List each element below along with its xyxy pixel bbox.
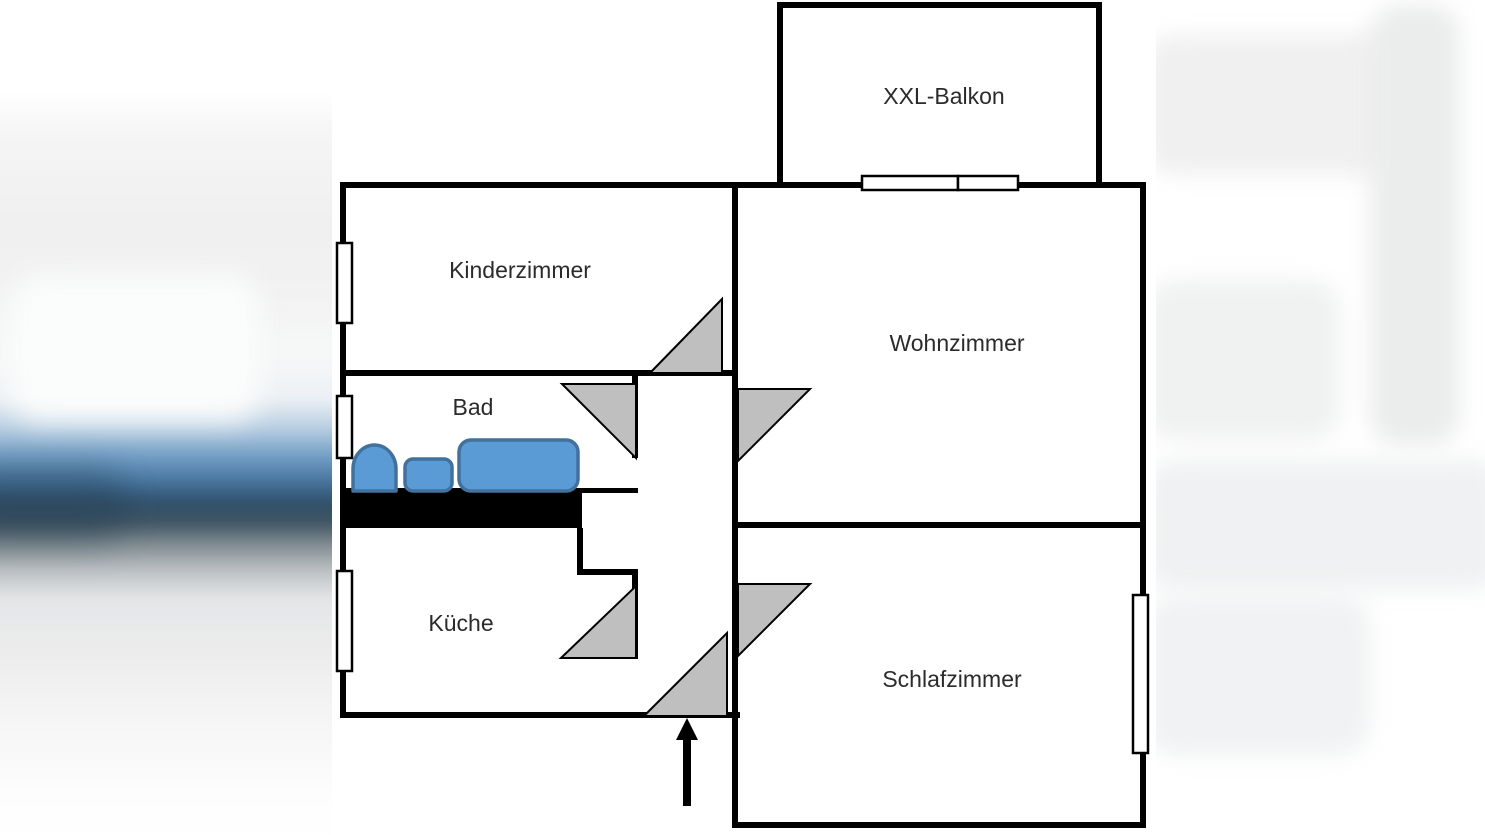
door-swing-icon: [559, 383, 637, 461]
bath-fixtures: [351, 438, 580, 493]
background-blob: [1370, 5, 1460, 445]
background-blob: [0, 468, 125, 543]
sink-icon: [403, 457, 454, 493]
window-icon: [1131, 593, 1150, 755]
background-blur-right: [1155, 0, 1485, 835]
bathtub-icon: [457, 438, 580, 493]
wall: [732, 822, 1146, 828]
background-blur-left: [0, 0, 333, 835]
door-swing-icon: [647, 296, 723, 374]
wall: [777, 2, 1102, 8]
wall: [732, 522, 1146, 528]
balcony-door-icon: [860, 174, 960, 192]
toilet-icon: [351, 443, 398, 493]
room-label-kinderzimmer: Kinderzimmer: [449, 257, 591, 283]
wall: [577, 528, 583, 575]
background-blob: [1155, 460, 1485, 590]
balcony-door-icon: [956, 174, 1020, 192]
entrance-arrow-icon: [676, 718, 698, 806]
wall: [340, 712, 740, 718]
window-icon: [335, 241, 354, 325]
wall: [340, 493, 582, 528]
window-icon: [335, 394, 354, 460]
wall: [340, 182, 1146, 188]
room-label-balkon: XXL-Balkon: [883, 83, 1004, 109]
wall: [1140, 182, 1146, 828]
door-swing-icon: [641, 630, 728, 717]
background-gradient: [0, 95, 333, 835]
room-label-schlafzimmer: Schlafzimmer: [882, 666, 1022, 692]
wall: [340, 370, 738, 376]
room-label-bad: Bad: [453, 394, 494, 420]
wall: [1096, 2, 1102, 188]
window-icon: [335, 569, 354, 673]
wall: [777, 2, 783, 188]
room-label-wohnzimmer: Wohnzimmer: [889, 330, 1024, 356]
wall: [732, 182, 738, 828]
background-blob: [1155, 280, 1340, 440]
door-swing-icon: [558, 583, 637, 659]
door-swing-icon: [737, 583, 813, 659]
door-swing-icon: [737, 388, 813, 464]
room-label-kueche: Küche: [428, 610, 493, 636]
door-swings: [558, 296, 813, 717]
background-blob: [10, 275, 260, 420]
background-blob: [1155, 595, 1370, 755]
windows: [335, 174, 1150, 755]
wall: [577, 569, 638, 575]
